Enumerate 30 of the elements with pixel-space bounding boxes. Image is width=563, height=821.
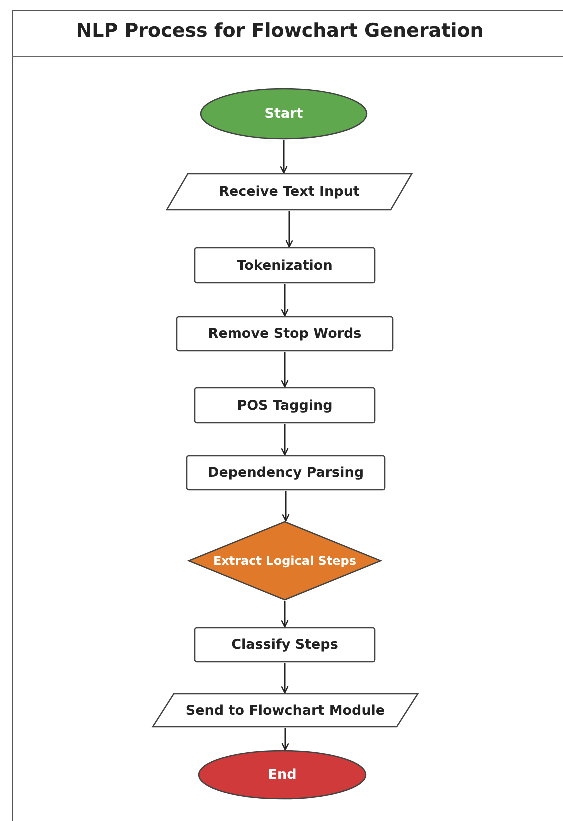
node-label: Tokenization <box>236 258 334 274</box>
arrow <box>282 728 290 751</box>
decision-diamond <box>188 521 382 601</box>
arrow <box>281 424 289 456</box>
end-ellipse <box>198 750 367 800</box>
arrow <box>281 352 289 388</box>
arrow <box>282 491 290 522</box>
node-label: Start <box>264 106 304 122</box>
process-box <box>186 455 386 491</box>
arrow <box>286 211 294 248</box>
input-parallelogram <box>166 173 413 211</box>
node-label: Send to Flowchart Module <box>184 702 386 718</box>
process-box <box>194 387 376 424</box>
arrow <box>280 140 288 174</box>
start-ellipse <box>200 88 368 140</box>
diagram-title: NLP Process for Flowchart Generation <box>75 20 485 42</box>
node-label: Remove Stop Words <box>207 326 363 342</box>
node-label: Receive Text Input <box>218 184 361 200</box>
output-parallelogram <box>152 693 419 728</box>
arrow <box>281 601 289 628</box>
arrow <box>281 284 289 317</box>
node-label: Classify Steps <box>230 637 340 653</box>
node-label: POS Tagging <box>236 398 334 414</box>
process-box <box>194 627 376 663</box>
node-label: End <box>267 767 298 783</box>
arrow <box>281 663 289 694</box>
node-label: Extract Logical Steps <box>212 554 358 568</box>
node-label: Dependency Parsing <box>207 465 365 481</box>
process-box <box>194 247 376 284</box>
process-box <box>176 316 394 352</box>
